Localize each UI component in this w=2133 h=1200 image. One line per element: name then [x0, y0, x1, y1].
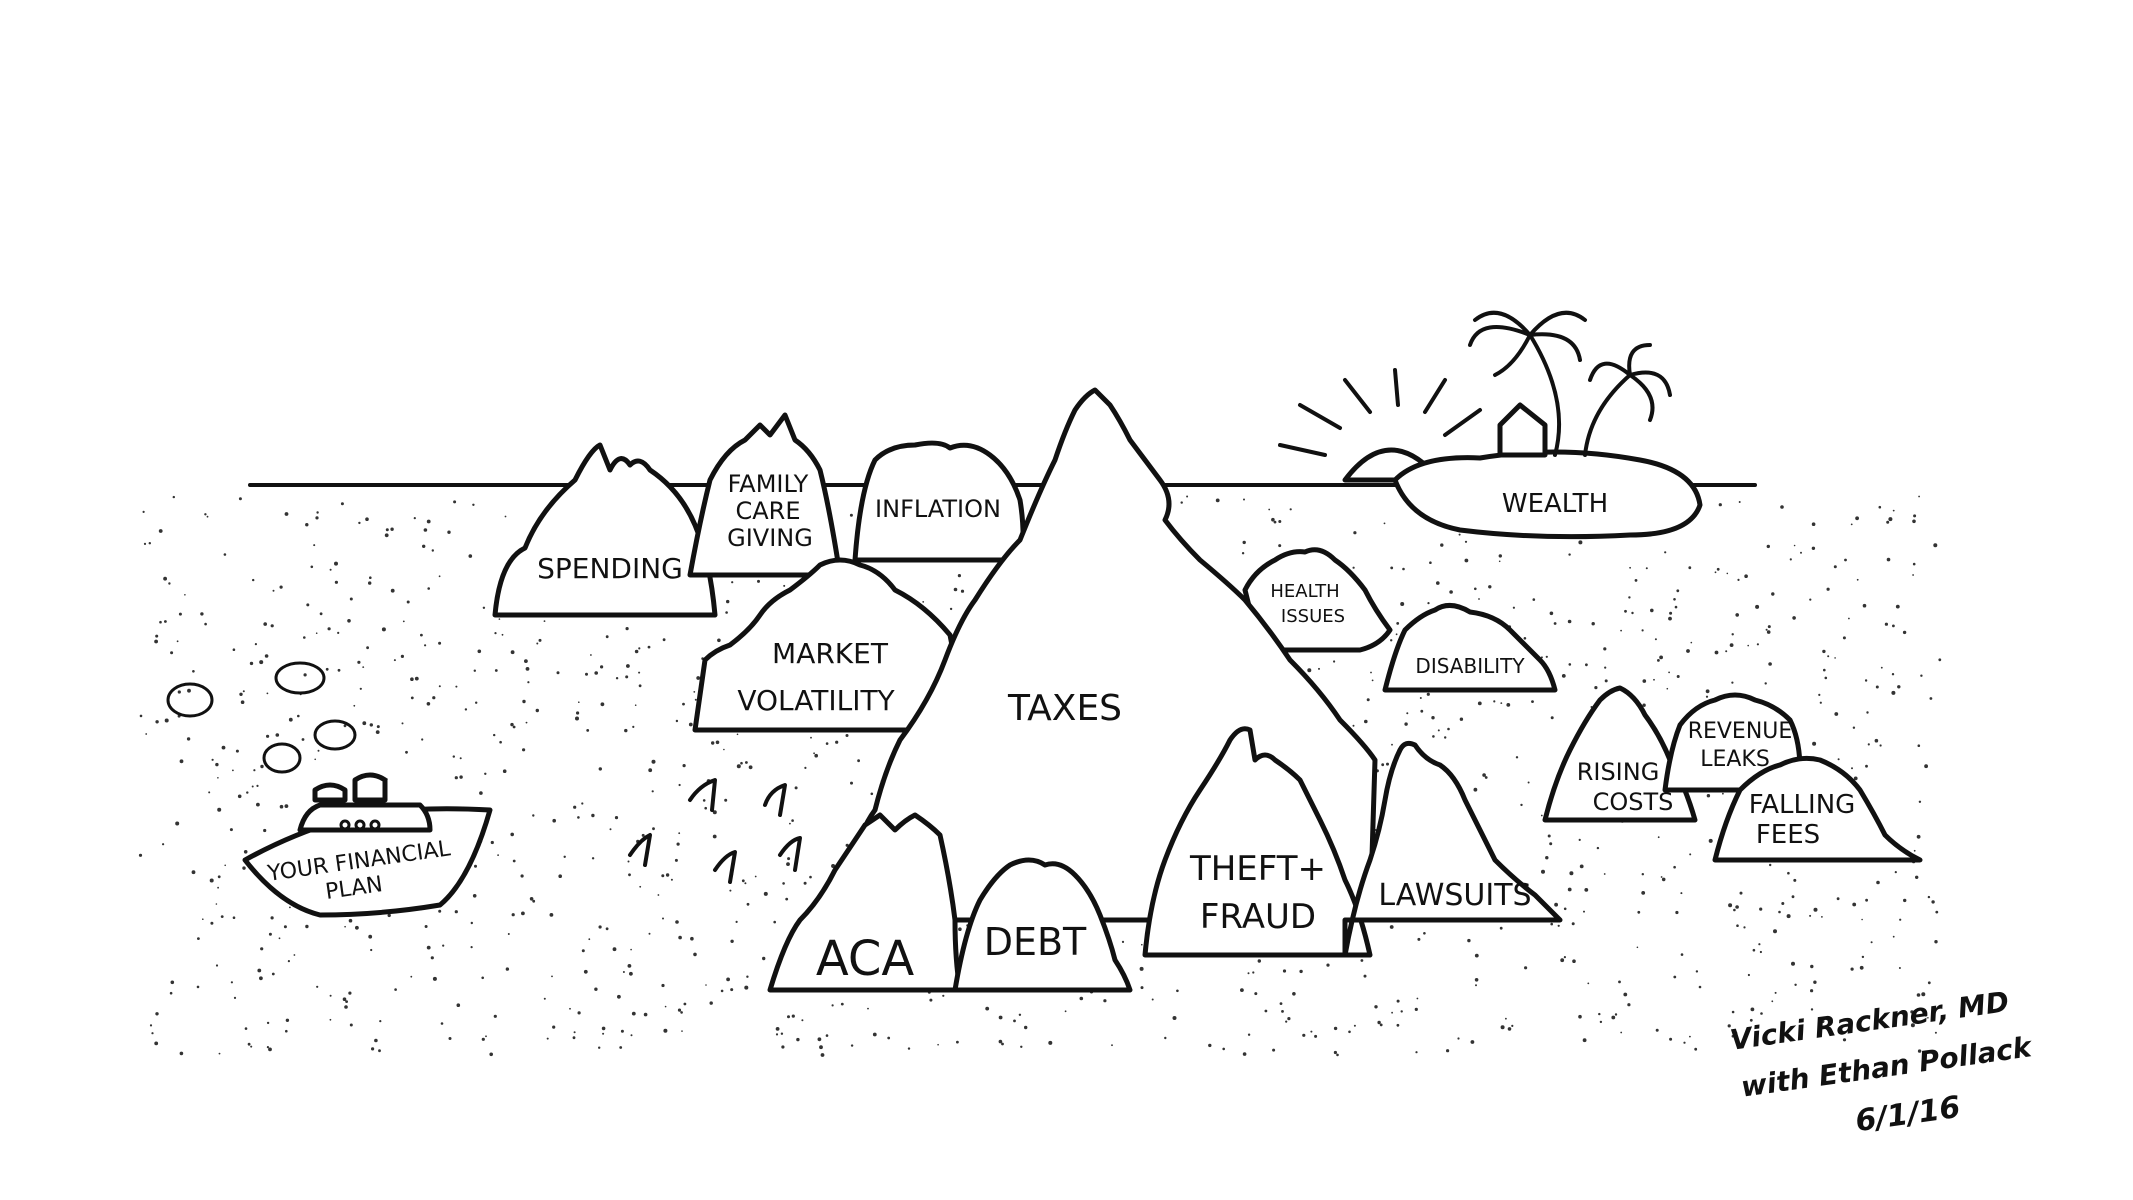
debt-label: DEBT	[984, 920, 1087, 964]
palm-tree-icon	[1583, 373, 1632, 457]
iceberg-family-caregiving: FAMILY CARE GIVING	[687, 412, 843, 578]
iceberg-health-issues: HEALTH ISSUES	[1242, 547, 1393, 653]
inflation-label: INFLATION	[875, 495, 1001, 523]
shark-fin-icon	[763, 783, 787, 817]
smoke-puffs	[166, 661, 357, 774]
wealth-island: WEALTH	[1392, 310, 1703, 540]
shark-fin-icon	[713, 850, 737, 884]
aca-label: ACA	[816, 931, 915, 987]
revenue-label-2: LEAKS	[1700, 747, 1770, 772]
iceberg-spending: SPENDING	[492, 442, 718, 618]
theft-label-2: FRAUD	[1200, 897, 1316, 937]
iceberg-inflation: INFLATION	[852, 440, 1026, 563]
family-label-2: CARE	[735, 497, 800, 525]
signature-line-3: 6/1/16	[1853, 1090, 1962, 1139]
health-label-1: HEALTH	[1270, 581, 1339, 602]
rising-label-2: COSTS	[1593, 788, 1674, 816]
family-label-3: GIVING	[727, 524, 813, 552]
iceberg-aca: ACA	[767, 812, 963, 993]
theft-label-1: THEFT+	[1189, 849, 1326, 889]
spending-label: SPENDING	[537, 552, 683, 585]
hut-icon	[1497, 402, 1548, 458]
market-label-1: MARKET	[772, 637, 889, 670]
shark-fin-icon	[628, 833, 652, 867]
wealth-label: WEALTH	[1502, 489, 1608, 519]
lawsuits-label: LAWSUITS	[1378, 878, 1531, 913]
revenue-label-1: REVENUE	[1688, 719, 1793, 744]
health-label-2: ISSUES	[1281, 606, 1345, 627]
shark-fins	[628, 778, 802, 884]
taxes-label: TAXES	[1007, 688, 1122, 729]
iceberg-market-volatility: MARKET VOLATILITY	[692, 557, 960, 733]
disability-label: DISABILITY	[1415, 654, 1525, 678]
iceberg-theft-fraud: THEFT+ FRAUD	[1142, 726, 1373, 958]
iceberg-debt: DEBT	[952, 857, 1133, 993]
palm-tree-icon	[1528, 333, 1562, 457]
boat-your-financial-plan: YOUR FINANCIAL PLAN	[242, 772, 493, 918]
shark-fin-icon	[688, 778, 717, 812]
iceberg-disability: DISABILITY	[1382, 603, 1558, 693]
falling-label-1: FALLING	[1749, 790, 1856, 820]
rising-label-1: RISING	[1577, 758, 1660, 786]
iceberg-revenue-leaks: REVENUE LEAKS	[1662, 692, 1803, 793]
iceberg-lawsuits: LAWSUITS	[1342, 740, 1563, 958]
iceberg-falling-fees: FALLING FEES	[1712, 755, 1923, 863]
family-label-1: FAMILY	[728, 470, 809, 498]
signature: Vicki Rackner, MD with Ethan Pollack 6/1…	[1728, 985, 2036, 1139]
falling-label-2: FEES	[1756, 820, 1820, 850]
market-label-2: VOLATILITY	[737, 684, 895, 717]
water-texture	[138, 494, 1942, 1057]
shark-fin-icon	[778, 836, 802, 872]
